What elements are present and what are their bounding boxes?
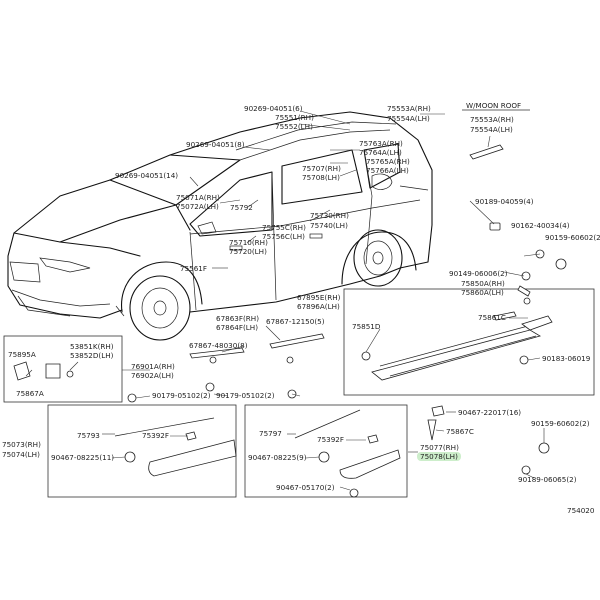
label-75793: 75793	[77, 431, 100, 440]
highlight-mark	[417, 452, 461, 461]
label-75861c: 75861C	[478, 313, 506, 322]
label-90269-04051-6: 90269-04051(6)	[244, 104, 303, 113]
label-90189-06065: 90189-06065(2)	[518, 475, 577, 484]
label-75707: 75707(RH)	[302, 164, 341, 173]
label-75561f: 75561F	[180, 264, 207, 273]
label-67867-48030: 67867-48030(8)	[189, 341, 248, 350]
label-90467-08225-11: 90467-08225(11)	[51, 453, 114, 462]
label-67896a: 67896A(LH)	[297, 302, 340, 311]
label-90467-08225-9: 90467-08225(9)	[248, 453, 307, 462]
label-90269-04051-14: 90269-04051(14)	[115, 171, 178, 180]
rear-door-molding-box	[244, 404, 408, 498]
label-90189-04059: 90189-04059(4)	[475, 197, 534, 206]
label-90183-06019: 90183-06019	[542, 354, 591, 363]
label-75851d: 75851D	[352, 322, 381, 331]
label-53852d: 53852D(LH)	[70, 351, 114, 360]
label-75551: 75551(RH)	[275, 113, 314, 122]
moonroof-molding-part	[469, 144, 504, 160]
label-90149-06006: 90149-06006(2)	[449, 269, 508, 278]
label-75392f-b: 75392F	[317, 435, 344, 444]
rocker-molding-box	[343, 288, 595, 396]
label-moonroof: W/MOON ROOF	[466, 101, 521, 110]
label-90159-60602-a: 90159-60602(2)	[545, 233, 600, 242]
label-90179-05102-a: 90179-05102(2)	[152, 391, 211, 400]
label-75073: 75073(RH)	[2, 440, 41, 449]
part-labels: 90269-04051(6) 75551(RH) 75552(LH) 75553…	[2, 101, 600, 515]
label-75392f-a: 75392F	[142, 431, 169, 440]
label-75708: 75708(LH)	[302, 173, 340, 182]
label-75077: 75077(RH)	[420, 443, 459, 452]
label-90179-05102-b: 90179-05102(2)	[216, 391, 275, 400]
label-75792: 75792	[230, 203, 253, 212]
label-75756c: 75756C(LH)	[262, 232, 305, 241]
label-75765a: 75765A(RH)	[366, 157, 410, 166]
label-75553a: 75553A(RH)	[387, 104, 431, 113]
label-90162-40034: 90162-40034(4)	[511, 221, 570, 230]
figure-number: 754020	[567, 506, 595, 515]
leader-lines	[25, 110, 545, 491]
label-75755c: 75755C(RH)	[262, 223, 306, 232]
label-75553a-b: 75553A(RH)	[470, 115, 514, 124]
label-75895a: 75895A	[8, 350, 36, 359]
label-75720: 75720(LH)	[229, 247, 267, 256]
label-76902a: 76902A(LH)	[131, 371, 174, 380]
label-75710: 75710(RH)	[229, 238, 268, 247]
left-clip-box	[3, 335, 123, 403]
label-67864f: 67864F(LH)	[216, 323, 258, 332]
label-90467-05170: 90467-05170(2)	[276, 483, 335, 492]
label-75763a: 75763A(RH)	[359, 139, 403, 148]
front-door-molding-box	[47, 404, 237, 498]
label-75078: 75078(LH)	[420, 452, 458, 461]
label-75797: 75797	[259, 429, 282, 438]
label-90159-60602-b: 90159-60602(2)	[531, 419, 590, 428]
label-75554a: 75554A(LH)	[387, 114, 430, 123]
label-90467-22017: 90467-22017(16)	[458, 408, 521, 417]
label-75867c: 75867C	[446, 427, 474, 436]
label-75766a: 75766A(LH)	[366, 166, 409, 175]
label-75552: 75552(LH)	[275, 122, 313, 131]
label-67863f: 67863F(RH)	[216, 314, 259, 323]
label-76901a: 76901A(RH)	[131, 362, 175, 371]
label-90269-04051-8: 90269-04051(8)	[186, 140, 245, 149]
label-53851k: 53851K(RH)	[70, 342, 114, 351]
moonroof-inset	[462, 109, 530, 160]
label-75740: 75740(LH)	[310, 221, 348, 230]
label-75071a: 75071A(RH)	[176, 193, 220, 202]
label-75730: 75730(RH)	[310, 211, 349, 220]
label-75764a: 75764A(LH)	[359, 148, 402, 157]
label-67895e: 67895E(RH)	[297, 293, 341, 302]
label-75554a-b: 75554A(LH)	[470, 125, 513, 134]
belt-molding-group	[127, 333, 325, 403]
label-75850a: 75850A(RH)	[461, 279, 505, 288]
label-67867-12150: 67867-12150(5)	[266, 317, 325, 326]
label-75860a: 75860A(LH)	[461, 288, 504, 297]
label-75074: 75074(LH)	[2, 450, 40, 459]
clip-cluster	[427, 222, 567, 475]
rocker-molding-part	[371, 329, 542, 381]
label-75072a: 75072A(LH)	[176, 202, 219, 211]
label-75867a: 75867A	[16, 389, 44, 398]
